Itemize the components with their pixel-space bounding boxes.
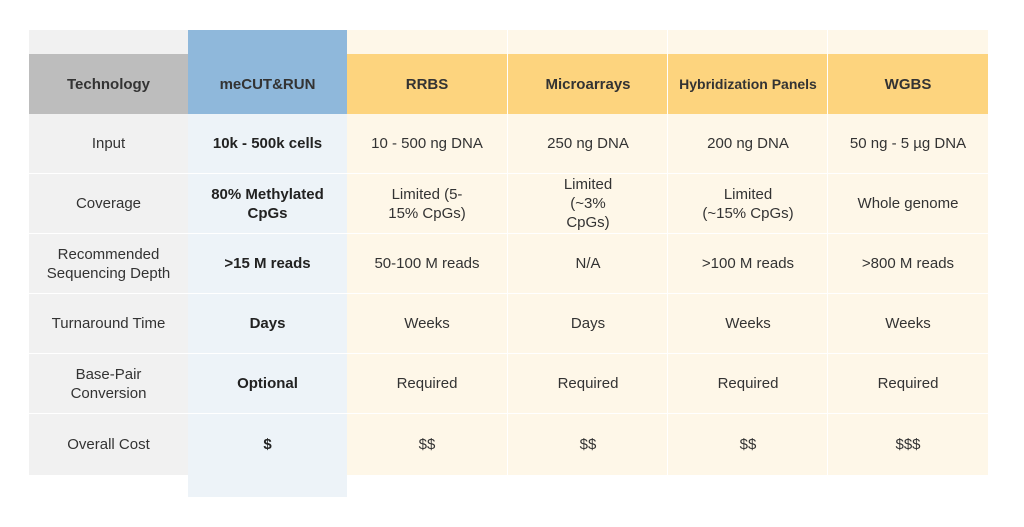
mecutrun-column: meCUT&RUN 10k - 500k cells 80% Methylate… <box>188 30 347 497</box>
comparison-table: Technology Input Coverage Recommended Se… <box>29 30 988 497</box>
row-label-conversion: Base-Pair Conversion <box>29 354 188 414</box>
mecutrun-coverage: 80% Methylated CpGs <box>188 174 347 234</box>
rrbs-cost: $$ <box>418 436 436 453</box>
wgbs-column: WGBS 50 ng - 5 µg DNA Whole genome >800 … <box>827 30 988 475</box>
header-microarrays: Microarrays <box>508 54 668 114</box>
header-wgbs: WGBS <box>828 54 988 114</box>
wgbs-depth: >800 M reads <box>828 234 988 294</box>
header-rrbs: RRBS <box>347 54 507 114</box>
microarrays-cost: $$ <box>579 436 597 453</box>
hybridization-input: 200 ng DNA <box>668 114 828 174</box>
row-label-turnaround: Turnaround Time <box>29 294 188 354</box>
hybridization-column: Hybridization Panels 200 ng DNA Limited … <box>667 30 828 475</box>
rrbs-depth: 50-100 M reads <box>347 234 507 294</box>
mecutrun-cost: $ <box>263 436 272 453</box>
mecutrun-turnaround: Days <box>188 294 347 354</box>
rrbs-column: RRBS 10 - 500 ng DNA Limited (5-15% CpGs… <box>347 30 507 475</box>
header-mecutrun: meCUT&RUN <box>188 30 347 114</box>
hybridization-turnaround: Weeks <box>668 294 828 354</box>
hybridization-cost: $$ <box>739 436 757 453</box>
hybridization-coverage: Limited (~15% CpGs) <box>668 174 828 234</box>
row-label-coverage: Coverage <box>29 174 188 234</box>
hybridization-depth: >100 M reads <box>668 234 828 294</box>
wgbs-turnaround: Weeks <box>828 294 988 354</box>
header-technology: Technology <box>29 54 188 114</box>
microarrays-coverage: Limited (~3% CpGs) <box>508 174 668 234</box>
wgbs-input: 50 ng - 5 µg DNA <box>828 114 988 174</box>
header-hybridization: Hybridization Panels <box>668 54 828 114</box>
row-label-input: Input <box>29 114 188 174</box>
mecutrun-depth: >15 M reads <box>188 234 347 294</box>
microarrays-turnaround: Days <box>508 294 668 354</box>
microarrays-input: 250 ng DNA <box>508 114 668 174</box>
wgbs-conversion: Required <box>828 354 988 414</box>
rrbs-coverage: Limited (5-15% CpGs) <box>347 174 507 234</box>
row-label-cost: Overall Cost <box>67 436 150 453</box>
mecutrun-conversion: Optional <box>188 354 347 414</box>
rrbs-conversion: Required <box>347 354 507 414</box>
wgbs-coverage: Whole genome <box>828 174 988 234</box>
microarrays-depth: N/A <box>508 234 668 294</box>
label-column: Technology Input Coverage Recommended Se… <box>29 30 188 475</box>
microarrays-column: Microarrays 250 ng DNA Limited (~3% CpGs… <box>507 30 668 475</box>
rrbs-input: 10 - 500 ng DNA <box>347 114 507 174</box>
mecutrun-input: 10k - 500k cells <box>188 114 347 174</box>
microarrays-conversion: Required <box>508 354 668 414</box>
row-label-depth: Recommended Sequencing Depth <box>29 234 188 294</box>
rrbs-turnaround: Weeks <box>347 294 507 354</box>
wgbs-cost: $$$ <box>895 436 921 453</box>
hybridization-conversion: Required <box>668 354 828 414</box>
